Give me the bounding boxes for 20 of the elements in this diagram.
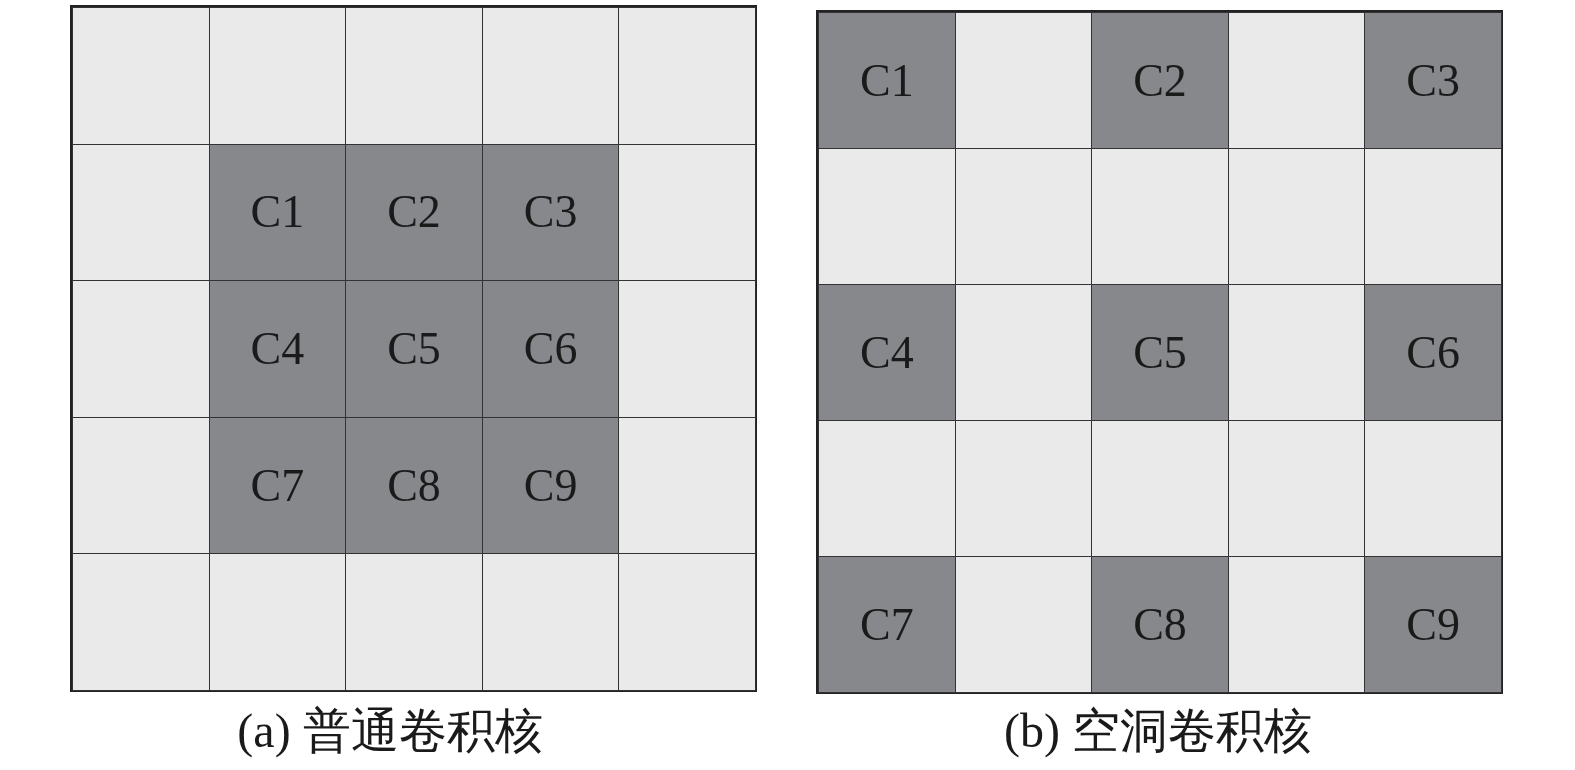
weight-label: C5: [387, 326, 441, 372]
weight-label: C4: [250, 326, 305, 372]
subfigure-caption: (b) 空洞卷积核: [1004, 705, 1312, 758]
weight-label: C9: [523, 462, 578, 509]
weight-label: C1: [859, 57, 914, 104]
weight-label: C8: [387, 462, 441, 509]
weight-label: C6: [1406, 329, 1461, 376]
weight-label: C5: [1133, 329, 1187, 376]
weight-label: C7: [250, 462, 305, 509]
weight-label: C3: [523, 189, 578, 236]
subfigure-caption: (a) 普通卷积核: [237, 705, 543, 758]
weight-label: C7: [859, 601, 914, 648]
weight-label: C2: [387, 189, 441, 236]
weight-label: C4: [859, 329, 914, 376]
weight-label: C3: [1406, 57, 1461, 104]
weight-label: C1: [250, 189, 305, 236]
weight-label: C2: [1133, 57, 1187, 104]
weight-label: C8: [1133, 601, 1187, 648]
weight-label: C9: [1406, 601, 1461, 648]
weight-label: C6: [523, 326, 578, 372]
